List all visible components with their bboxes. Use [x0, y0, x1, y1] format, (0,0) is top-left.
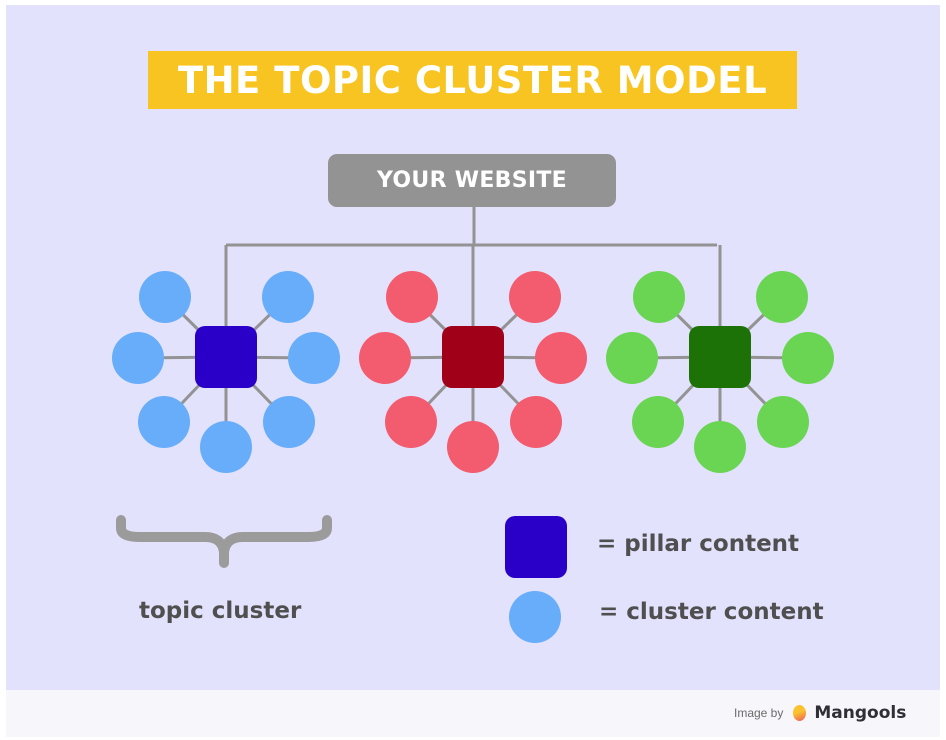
- pillar-legend-swatch: [505, 516, 567, 578]
- clusters-layer: [112, 271, 834, 473]
- pillar-content-node: [689, 326, 751, 388]
- cluster-content-node: [633, 271, 685, 323]
- pillar-content-label: = pillar content: [597, 531, 800, 557]
- cluster-content-node: [112, 332, 164, 384]
- cluster-content-node: [509, 271, 561, 323]
- legend-layer: [116, 515, 567, 643]
- website-label: YOUR WEBSITE: [376, 168, 568, 193]
- cluster-green: [606, 271, 834, 473]
- cluster-content-node: [694, 421, 746, 473]
- brand-name: Mangools: [814, 703, 907, 723]
- cluster-content-node: [139, 271, 191, 323]
- cluster-legend-swatch: [509, 591, 561, 643]
- cluster-content-node: [386, 271, 438, 323]
- mangools-logo-icon: [793, 705, 807, 721]
- image-credit: Image by Mangools: [734, 703, 906, 723]
- cluster-content-label: = cluster content: [599, 599, 824, 625]
- cluster-content-node: [288, 332, 340, 384]
- diagram-title: THE TOPIC CLUSTER MODEL: [177, 58, 768, 102]
- website-node: YOUR WEBSITE: [328, 154, 616, 207]
- cluster-red: [359, 271, 587, 473]
- cluster-content-node: [757, 396, 809, 448]
- pillar-content-node: [442, 326, 504, 388]
- cluster-content-node: [632, 396, 684, 448]
- credit-prefix: Image by: [734, 706, 784, 720]
- cluster-content-node: [782, 332, 834, 384]
- cluster-content-node: [262, 271, 314, 323]
- cluster-content-node: [447, 421, 499, 473]
- title-banner: THE TOPIC CLUSTER MODEL: [148, 51, 797, 109]
- cluster-blue: [112, 271, 340, 473]
- brace-icon: [116, 515, 332, 568]
- cluster-content-node: [200, 421, 252, 473]
- cluster-content-node: [359, 332, 411, 384]
- topic-cluster-label: topic cluster: [139, 598, 302, 624]
- pillar-content-node: [195, 326, 257, 388]
- cluster-content-node: [535, 332, 587, 384]
- cluster-content-node: [263, 396, 315, 448]
- cluster-content-node: [138, 396, 190, 448]
- cluster-content-node: [606, 332, 658, 384]
- cluster-content-node: [385, 396, 437, 448]
- cluster-content-node: [756, 271, 808, 323]
- footer-bar: [6, 690, 940, 737]
- cluster-content-node: [510, 396, 562, 448]
